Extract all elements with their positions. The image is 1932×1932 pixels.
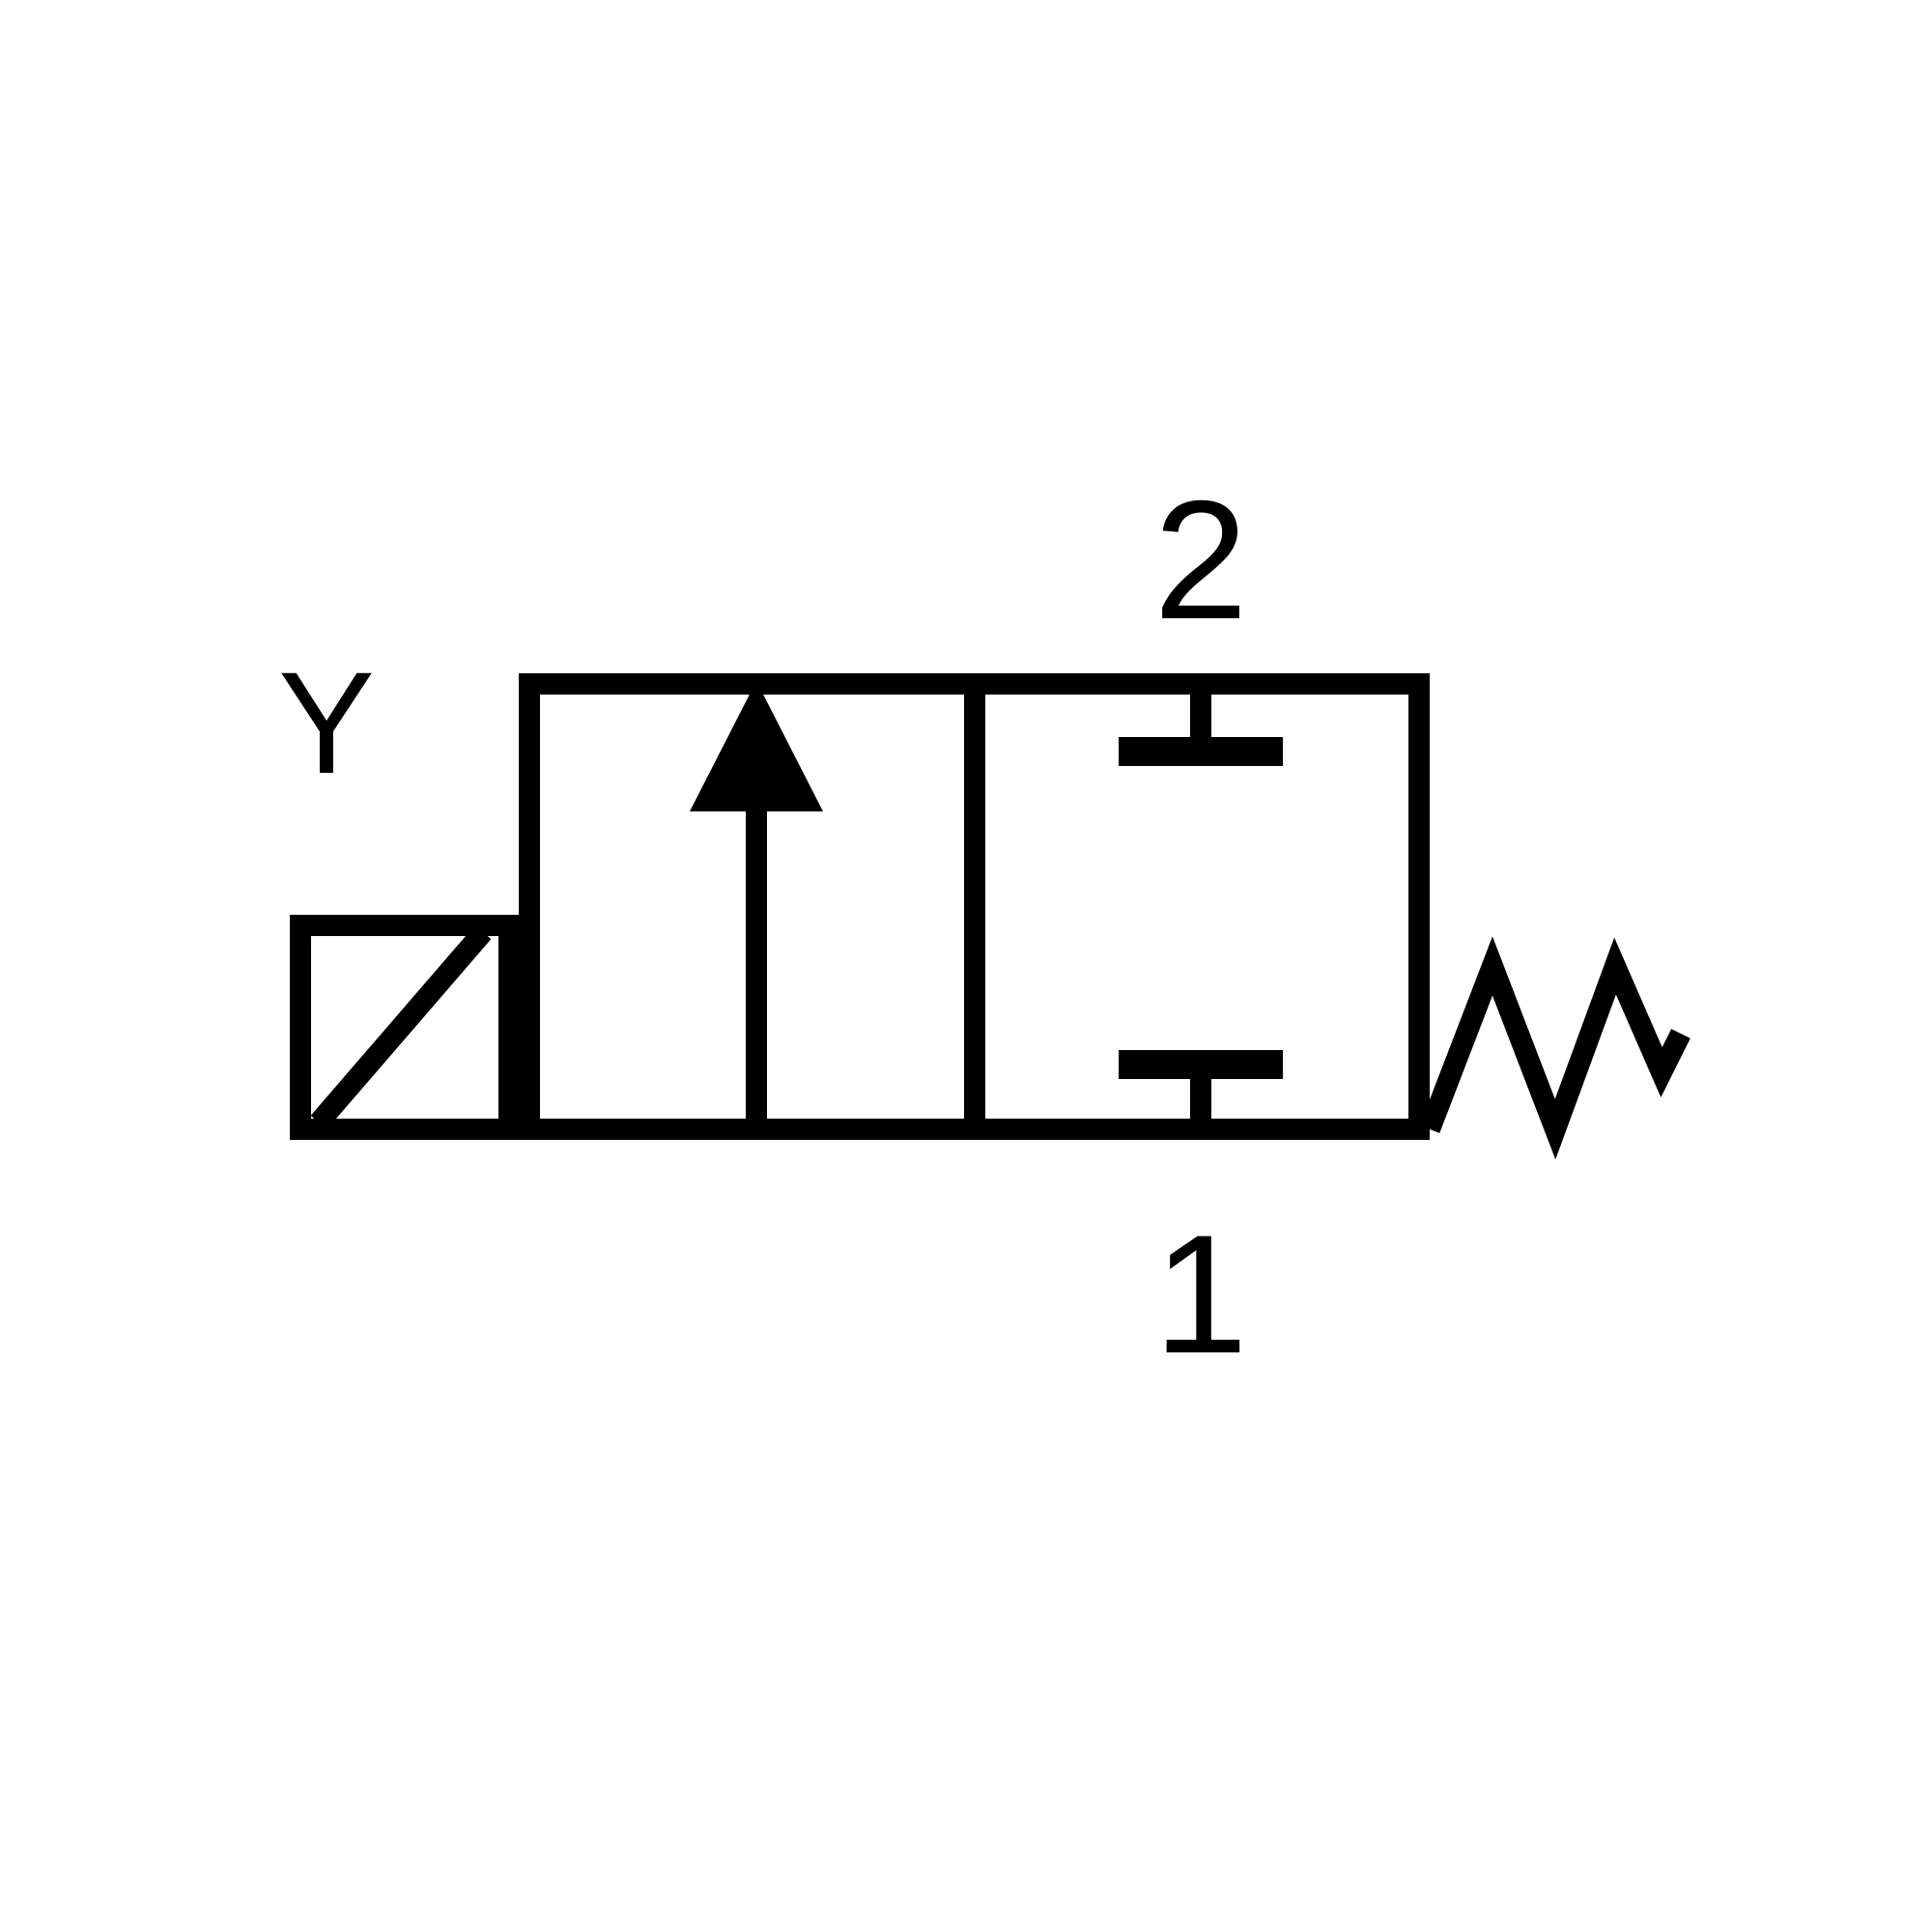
spring-zigzag-path xyxy=(1419,936,1690,1160)
port-label-1: 1 xyxy=(1153,1201,1247,1389)
solenoid-actuator-group[interactable] xyxy=(290,915,529,1140)
solenoid-label-y: Y xyxy=(278,641,375,804)
spring-return-zigzag xyxy=(1419,936,1690,1160)
flow-position-closed xyxy=(1119,684,1283,1129)
valve-body-group[interactable] xyxy=(519,673,1430,1140)
port-label-2: 2 xyxy=(1153,467,1247,655)
solenoid-diagonal-stroke xyxy=(310,924,492,1130)
solenoid-actuator-box xyxy=(290,915,520,1140)
flow-position-open xyxy=(690,681,823,1129)
upward-flow-arrow-head xyxy=(690,681,823,811)
